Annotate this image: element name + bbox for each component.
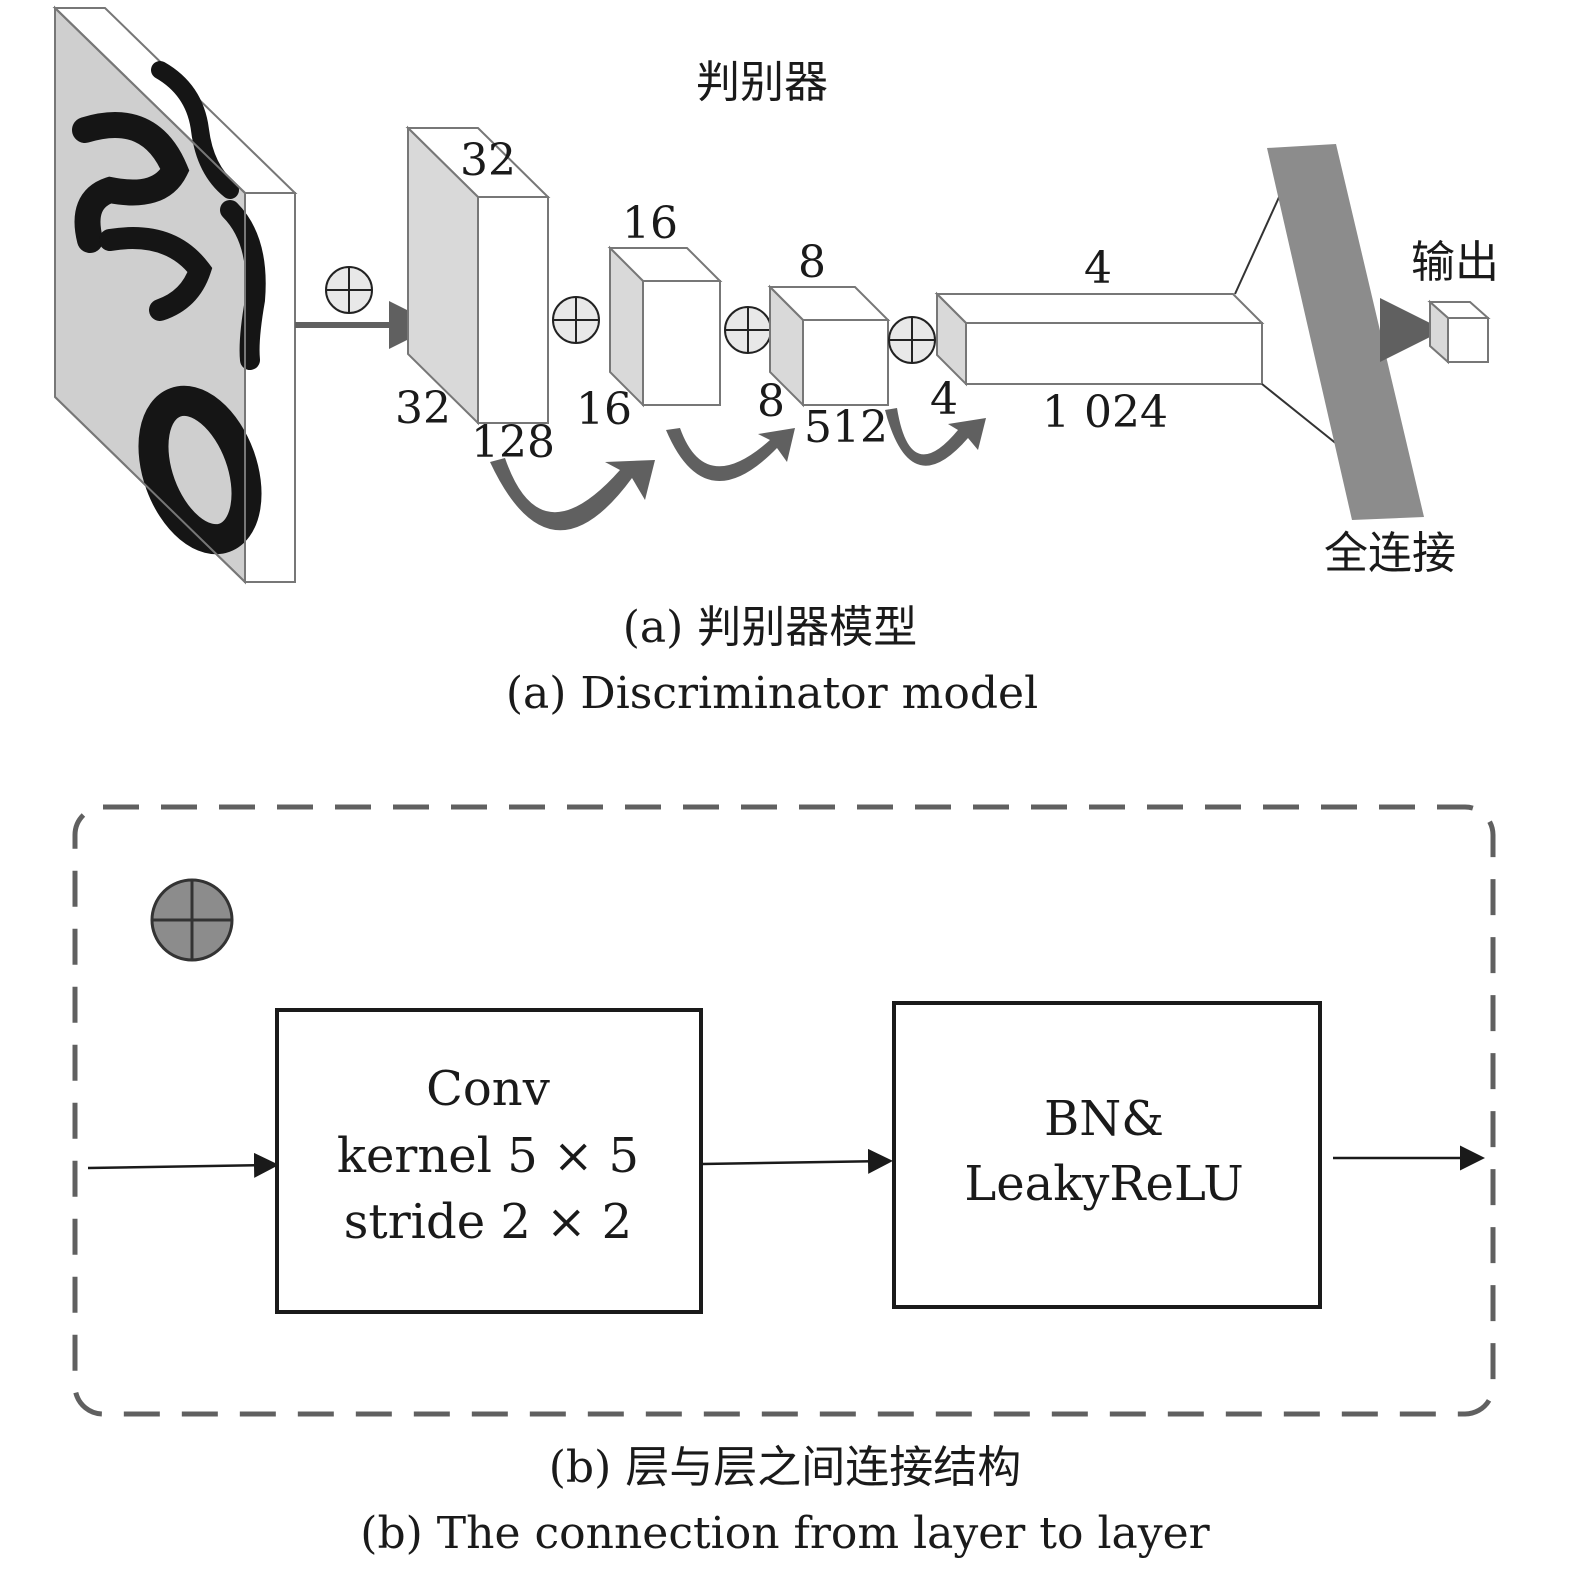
block4-top-label: 4 <box>1084 243 1112 294</box>
fc-connector-bottom <box>1261 383 1339 446</box>
plus-circle-1-icon <box>325 266 373 314</box>
block3-channels-label: 512 <box>804 402 888 453</box>
dashed-frame <box>72 804 1496 1417</box>
block3-side-label: 8 <box>757 376 785 427</box>
block1-depth-label: 32 <box>460 135 516 186</box>
diagram-a-title: 判别器 <box>696 57 828 108</box>
conv-block-4 <box>934 291 1265 387</box>
fc-label: 全连接 <box>1324 528 1456 579</box>
diagram-b: Conv kernel 5 × 5 stride 2 × 2 BN& Leaky… <box>72 804 1496 1559</box>
curved-arrow-2 <box>666 428 795 481</box>
block2-top-label: 16 <box>622 198 678 249</box>
block3-top-label: 8 <box>798 237 826 288</box>
input-image <box>52 5 298 585</box>
bn-line-1: BN& <box>1044 1091 1164 1147</box>
plus-circle-3-icon <box>724 306 772 354</box>
bn-line-2: LeakyReLU <box>964 1156 1243 1212</box>
conv-to-bn-arrow <box>701 1148 893 1174</box>
block1-height-label: 32 <box>395 383 451 434</box>
caption-b-en: (b) The connection from layer to layer <box>360 1508 1210 1559</box>
diagram-a: 判别器 32 <box>52 5 1499 719</box>
plus-circle-4-icon <box>888 316 936 364</box>
curved-arrows <box>490 408 986 531</box>
caption-a-en: (a) Discriminator model <box>506 668 1038 719</box>
input-connection-arrow <box>87 1152 279 1178</box>
bn-box <box>892 1001 1322 1309</box>
conv-line-2: kernel 5 × 5 <box>337 1128 639 1184</box>
block2-side-label: 16 <box>576 384 632 435</box>
conv-line-1: Conv <box>426 1061 550 1117</box>
conv-line-3: stride 2 × 2 <box>344 1194 632 1250</box>
plus-circle-legend-icon <box>150 878 234 962</box>
fully-connected-layer <box>1267 144 1424 520</box>
conv-block-3 <box>767 284 891 408</box>
output-label: 输出 <box>1411 237 1499 288</box>
fc-connector-top <box>1234 194 1281 295</box>
output-cube <box>1427 299 1491 365</box>
conv-block-1 <box>405 125 551 426</box>
caption-a-cn: (a) 判别器模型 <box>623 602 918 653</box>
curved-arrow-3 <box>885 408 986 466</box>
caption-b-cn: (b) 层与层之间连接结构 <box>549 1442 1021 1493</box>
block4-side-label: 4 <box>930 374 958 425</box>
block1-channels-label: 128 <box>471 417 555 468</box>
curved-arrow-1 <box>490 458 655 531</box>
handwritten-digits <box>72 61 266 555</box>
plus-circle-2-icon <box>552 296 600 344</box>
block4-channels-label: 1 024 <box>1042 387 1168 438</box>
conv-block-2 <box>607 245 723 408</box>
conv-box <box>275 1008 703 1314</box>
